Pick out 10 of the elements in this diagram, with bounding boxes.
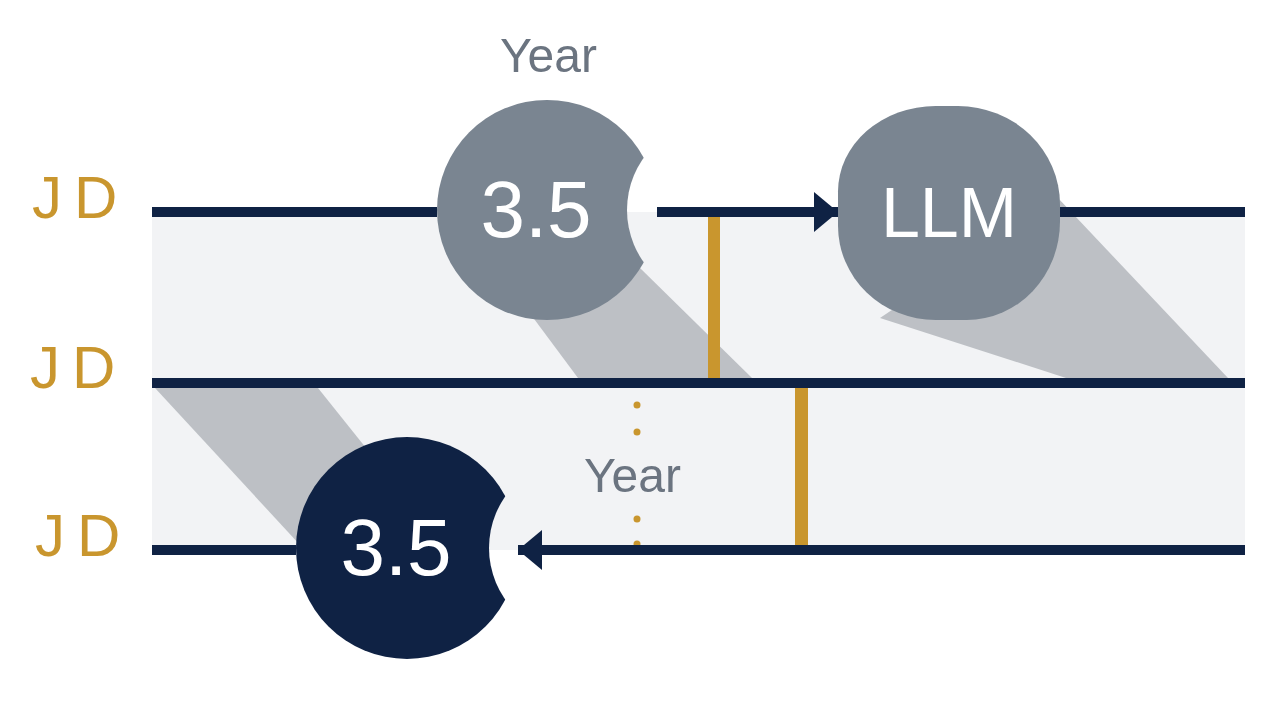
lane-label: JD (35, 506, 133, 566)
marker-label: Year (584, 452, 681, 500)
node-caption: Year (500, 32, 597, 80)
lane-label: JD (30, 338, 128, 398)
node-label: LLM (880, 178, 1018, 248)
arrow (518, 530, 1245, 570)
node-label: 3.5 (340, 508, 452, 588)
lane-label: JD (32, 168, 130, 228)
arrow (657, 192, 838, 232)
node-label: 3.5 (480, 170, 592, 250)
